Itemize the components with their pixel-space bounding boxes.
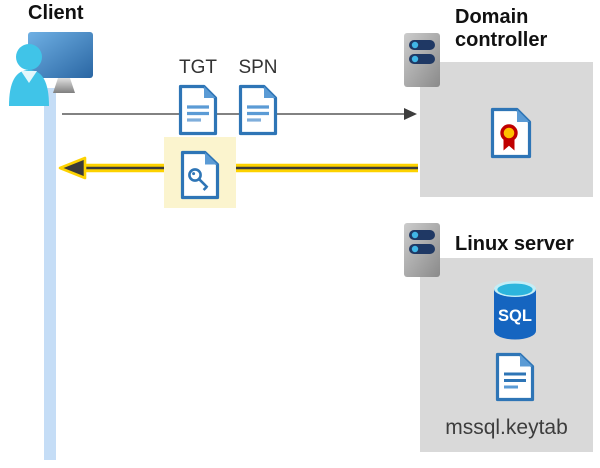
response-arrow (58, 156, 418, 180)
sql-database-icon: SQL (494, 281, 536, 340)
sql-text: SQL (498, 307, 532, 325)
linux-server-title: Linux server (455, 233, 574, 255)
spn-label: SPN (238, 57, 278, 78)
key-icon (188, 168, 202, 182)
client-lifeline (44, 88, 56, 460)
person-collar (21, 71, 37, 83)
person-body (9, 70, 49, 106)
tgt-label: TGT (179, 57, 217, 78)
domain-controller-server-icon (404, 33, 440, 87)
client-computer-user-icon (9, 32, 93, 106)
domain-controller-title: Domain controller (455, 6, 548, 51)
monitor-icon (28, 32, 93, 78)
client-title: Client (28, 2, 84, 24)
keytab-filename-label: mssql.keytab (445, 416, 568, 439)
tgt-document-icon (178, 84, 218, 136)
certificate-seal (500, 124, 518, 142)
request-arrow (62, 108, 417, 120)
monitor-stand (53, 78, 75, 93)
spn-document-icon (238, 84, 278, 136)
certificate-document-icon (490, 107, 532, 159)
key-document-icon (180, 150, 220, 200)
linux-server-server-icon (404, 223, 440, 277)
person-head (16, 44, 42, 70)
keytab-document-icon (495, 352, 535, 402)
